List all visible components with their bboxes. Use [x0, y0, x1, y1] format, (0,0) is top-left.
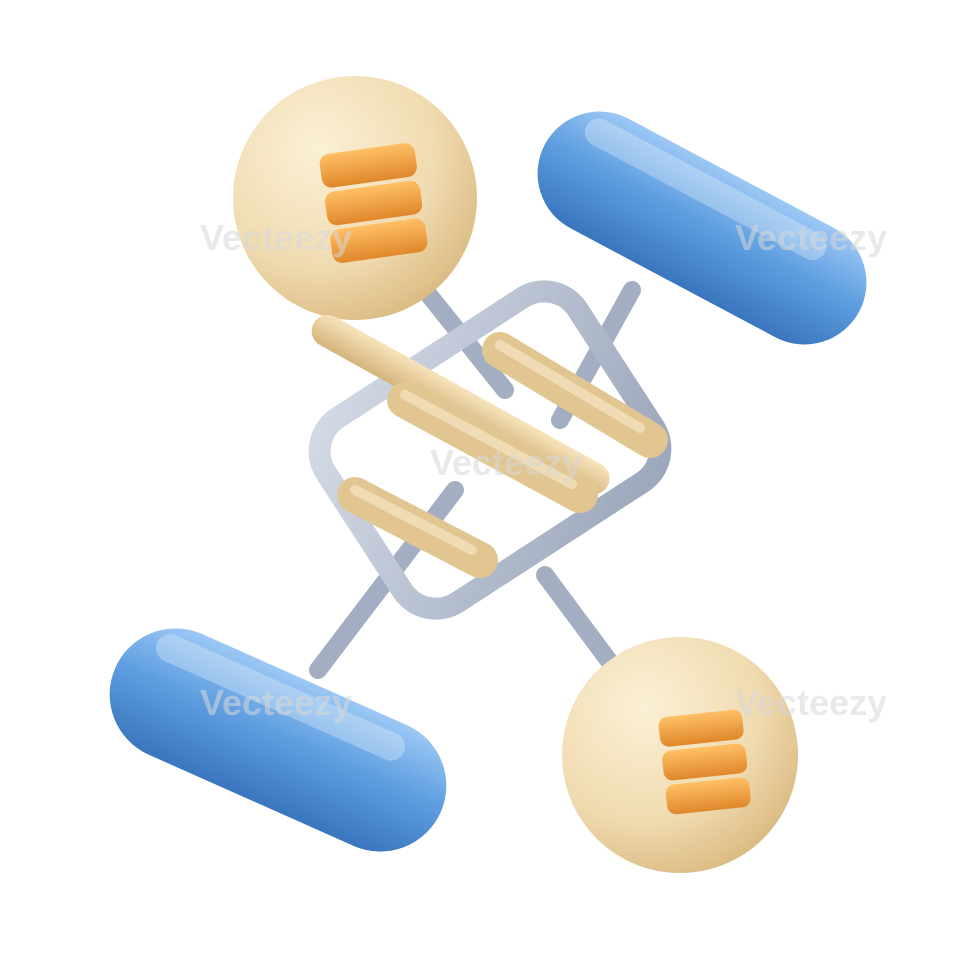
- watermark-text: Vecteezy: [200, 682, 352, 723]
- watermark-text: Vecteezy: [430, 442, 582, 483]
- watermark-text: Vecteezy: [735, 217, 887, 258]
- capsule-top-right: [537, 111, 867, 345]
- watermark-text: Vecteezy: [200, 217, 352, 258]
- database-stack-icon: [658, 709, 751, 815]
- ladder-rung-set: [337, 332, 668, 578]
- watermark-text: Vecteezy: [735, 682, 887, 723]
- ladder-rungs: [311, 315, 610, 495]
- rod-bottom-right: [536, 566, 621, 674]
- database-stack-icon: [319, 143, 428, 263]
- watermark-layer: Vecteezy Vecteezy Vecteezy Vecteezy Vect…: [200, 217, 887, 723]
- capsule-bottom-left: [109, 628, 447, 852]
- node-disc-bottom-right: [562, 637, 798, 873]
- central-ladder-frame: [308, 280, 672, 620]
- node-disc-top-left: [233, 76, 477, 320]
